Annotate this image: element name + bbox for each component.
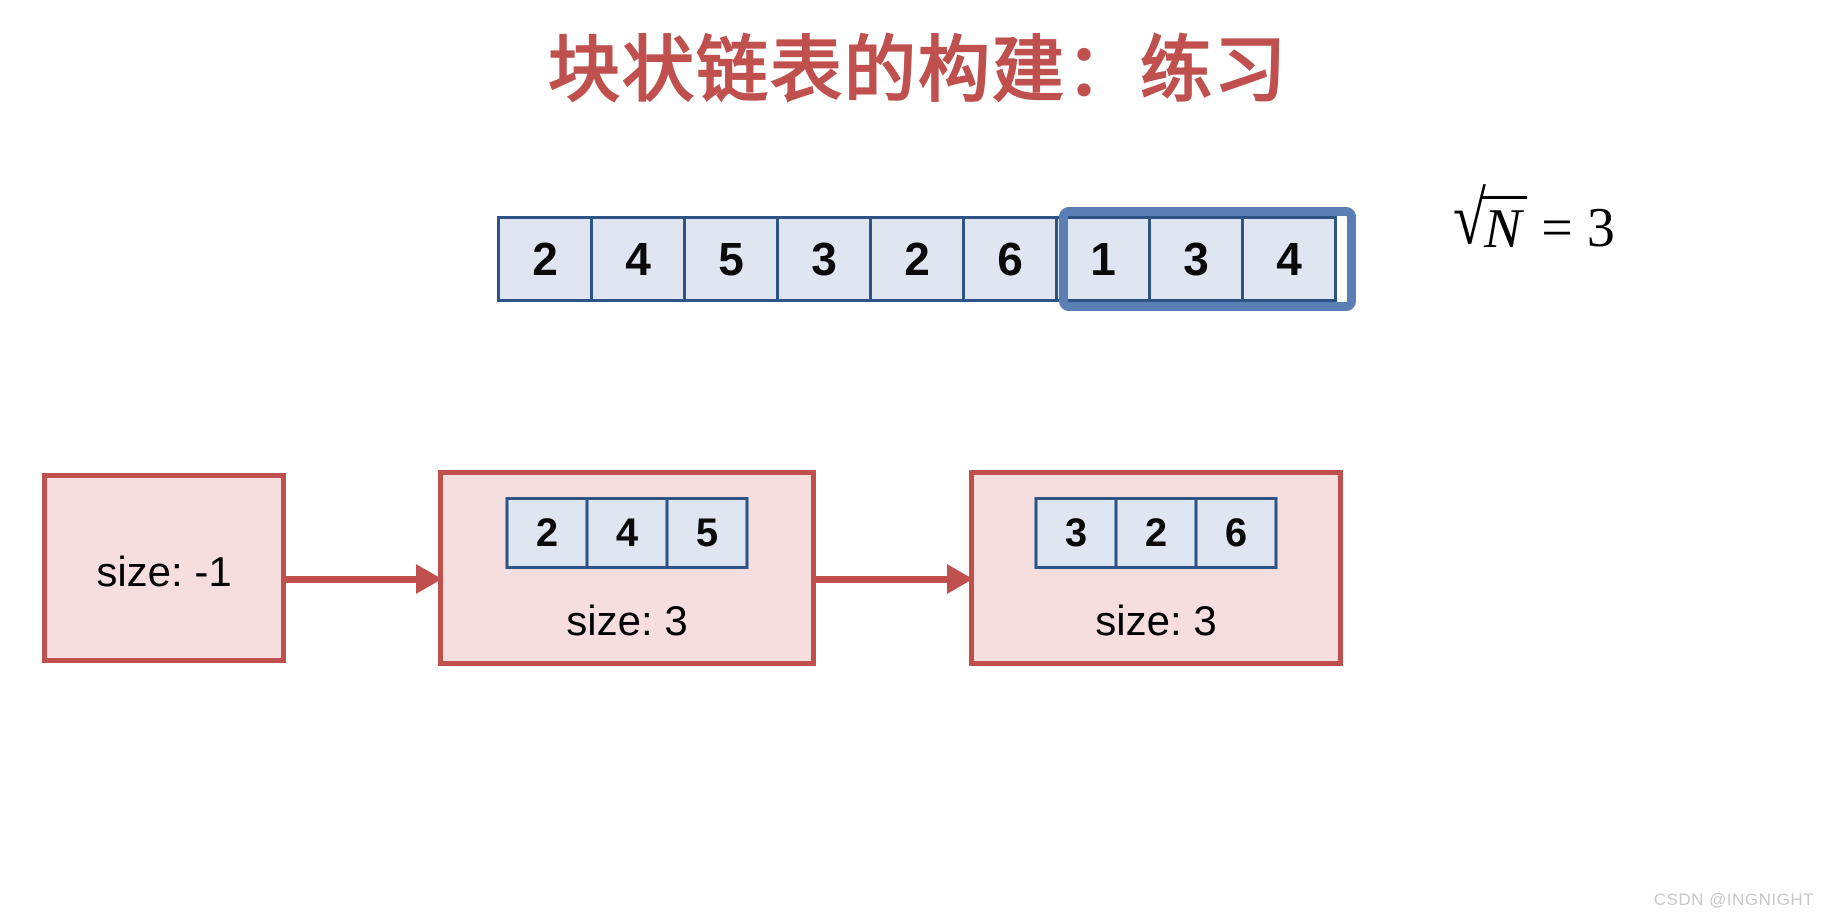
node-size-label: size: 3 [1095, 597, 1217, 644]
array-cell: 6 [962, 216, 1058, 302]
arrow-shaft [286, 575, 416, 583]
sqrt-formula: √ N = 3 [1453, 181, 1615, 260]
array-cell: 4 [1241, 216, 1337, 302]
list-node-block-2: 3 2 6 size: 3 [969, 470, 1343, 666]
source-array: 2 4 5 3 2 6 1 3 4 [497, 216, 1337, 302]
equals-sign: = [1541, 197, 1573, 259]
array-cell: 5 [683, 216, 779, 302]
array-cell: 1 [1055, 216, 1151, 302]
array-cell: 2 [869, 216, 965, 302]
radical-icon: √ [1453, 177, 1486, 260]
csdn-watermark: CSDN @INGNIGHT [1653, 890, 1814, 909]
array-cell: 3 [776, 216, 872, 302]
arrow-head-icon [416, 564, 442, 594]
list-node-block-1: 2 4 5 size: 3 [438, 470, 816, 666]
node-cell: 4 [585, 497, 669, 569]
radicand-label: N [1481, 196, 1528, 257]
node-cell: 6 [1194, 497, 1278, 569]
node-cell-row: 3 2 6 [1034, 497, 1278, 569]
link-arrow [286, 564, 442, 594]
arrow-head-icon [947, 564, 973, 594]
sqrt-group: √ N [1453, 181, 1528, 257]
page-title: 块状链表的构建：练习 [547, 31, 1288, 111]
node-cell: 2 [505, 497, 589, 569]
array-cell: 2 [497, 216, 593, 302]
node-cell: 2 [1114, 497, 1198, 569]
array-cell: 4 [590, 216, 686, 302]
arrow-shaft [816, 575, 947, 583]
link-arrow [816, 564, 973, 594]
node-size-label: size: 3 [566, 597, 688, 644]
node-cell-row: 2 4 5 [505, 497, 749, 569]
node-cell: 3 [1034, 497, 1118, 569]
array-cell: 3 [1148, 216, 1244, 302]
list-node-head: size: -1 [42, 473, 286, 663]
node-size-label: size: -1 [96, 548, 232, 595]
formula-result: 3 [1586, 197, 1615, 259]
node-cell: 5 [665, 497, 749, 569]
